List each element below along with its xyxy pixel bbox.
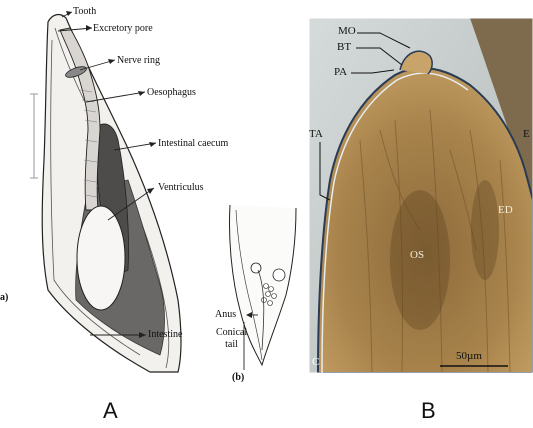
- label-bt: BT: [337, 41, 351, 53]
- scale-bar-label: 50µm: [456, 350, 482, 362]
- label-mo: MO: [338, 25, 356, 37]
- panel-b-caption: B: [421, 398, 436, 424]
- label-ed: ED: [498, 204, 513, 216]
- label-ta: TA: [309, 128, 323, 140]
- label-e: E: [523, 128, 530, 140]
- label-os: OS: [410, 249, 424, 261]
- label-c: C: [312, 356, 319, 368]
- label-pa: PA: [334, 66, 347, 78]
